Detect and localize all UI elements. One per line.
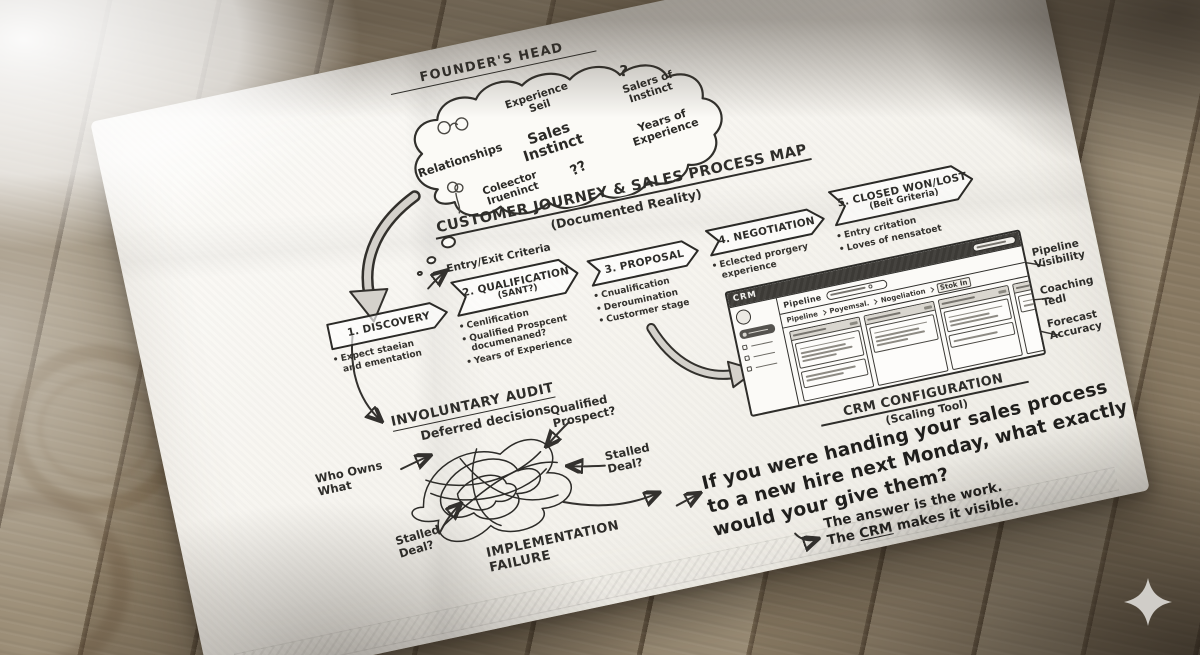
annotation-coaching: Coaching Tedl (1038, 274, 1095, 309)
process-step-discovery: 1. DISCOVERY Expect staeian and ementati… (325, 298, 458, 379)
pipeline-column (863, 300, 949, 387)
chevron-right-icon (820, 309, 827, 316)
thought-bubble (416, 270, 424, 277)
label-stalled-deal-left: Stalled Deal? (393, 522, 442, 561)
annotation-forecast-accuracy: Forecast Accuracy (1045, 308, 1104, 343)
chevron-right-icon (872, 298, 878, 305)
process-step-proposal: 3. PROPOSAL Cnualification Deroumination… (586, 236, 712, 329)
pipeline-column (788, 316, 875, 402)
crm-logo-icon (734, 308, 753, 326)
label-qualified-prospect: Qualified Prospect? (548, 391, 617, 431)
label-stalled-deal-right: Stalled Deal? (603, 440, 651, 476)
deal-card (1017, 292, 1039, 313)
napkin: FOUNDER'S HEAD Relationships Experience … (90, 0, 1150, 655)
sparkle-watermark-icon (1124, 578, 1172, 626)
cloud-term-question-mark: ? (619, 61, 629, 81)
coffee-ring-stain-faint (0, 492, 130, 655)
chevron-right-icon (928, 286, 934, 293)
label-who-owns-what: Who Owns What (313, 458, 384, 499)
pipeline-column (937, 284, 1024, 371)
crm-sidebar-item (746, 359, 785, 372)
crm-sidebar-active-item (738, 323, 776, 340)
crm-sidebar-item (741, 337, 781, 351)
crm-sidebar-item (744, 348, 783, 362)
annotation-pipeline-visibility: Pipeline Visibility (1030, 237, 1087, 271)
process-step-qualification: 2. QUALIFICATION (SANT?) Cenlification Q… (449, 254, 595, 370)
